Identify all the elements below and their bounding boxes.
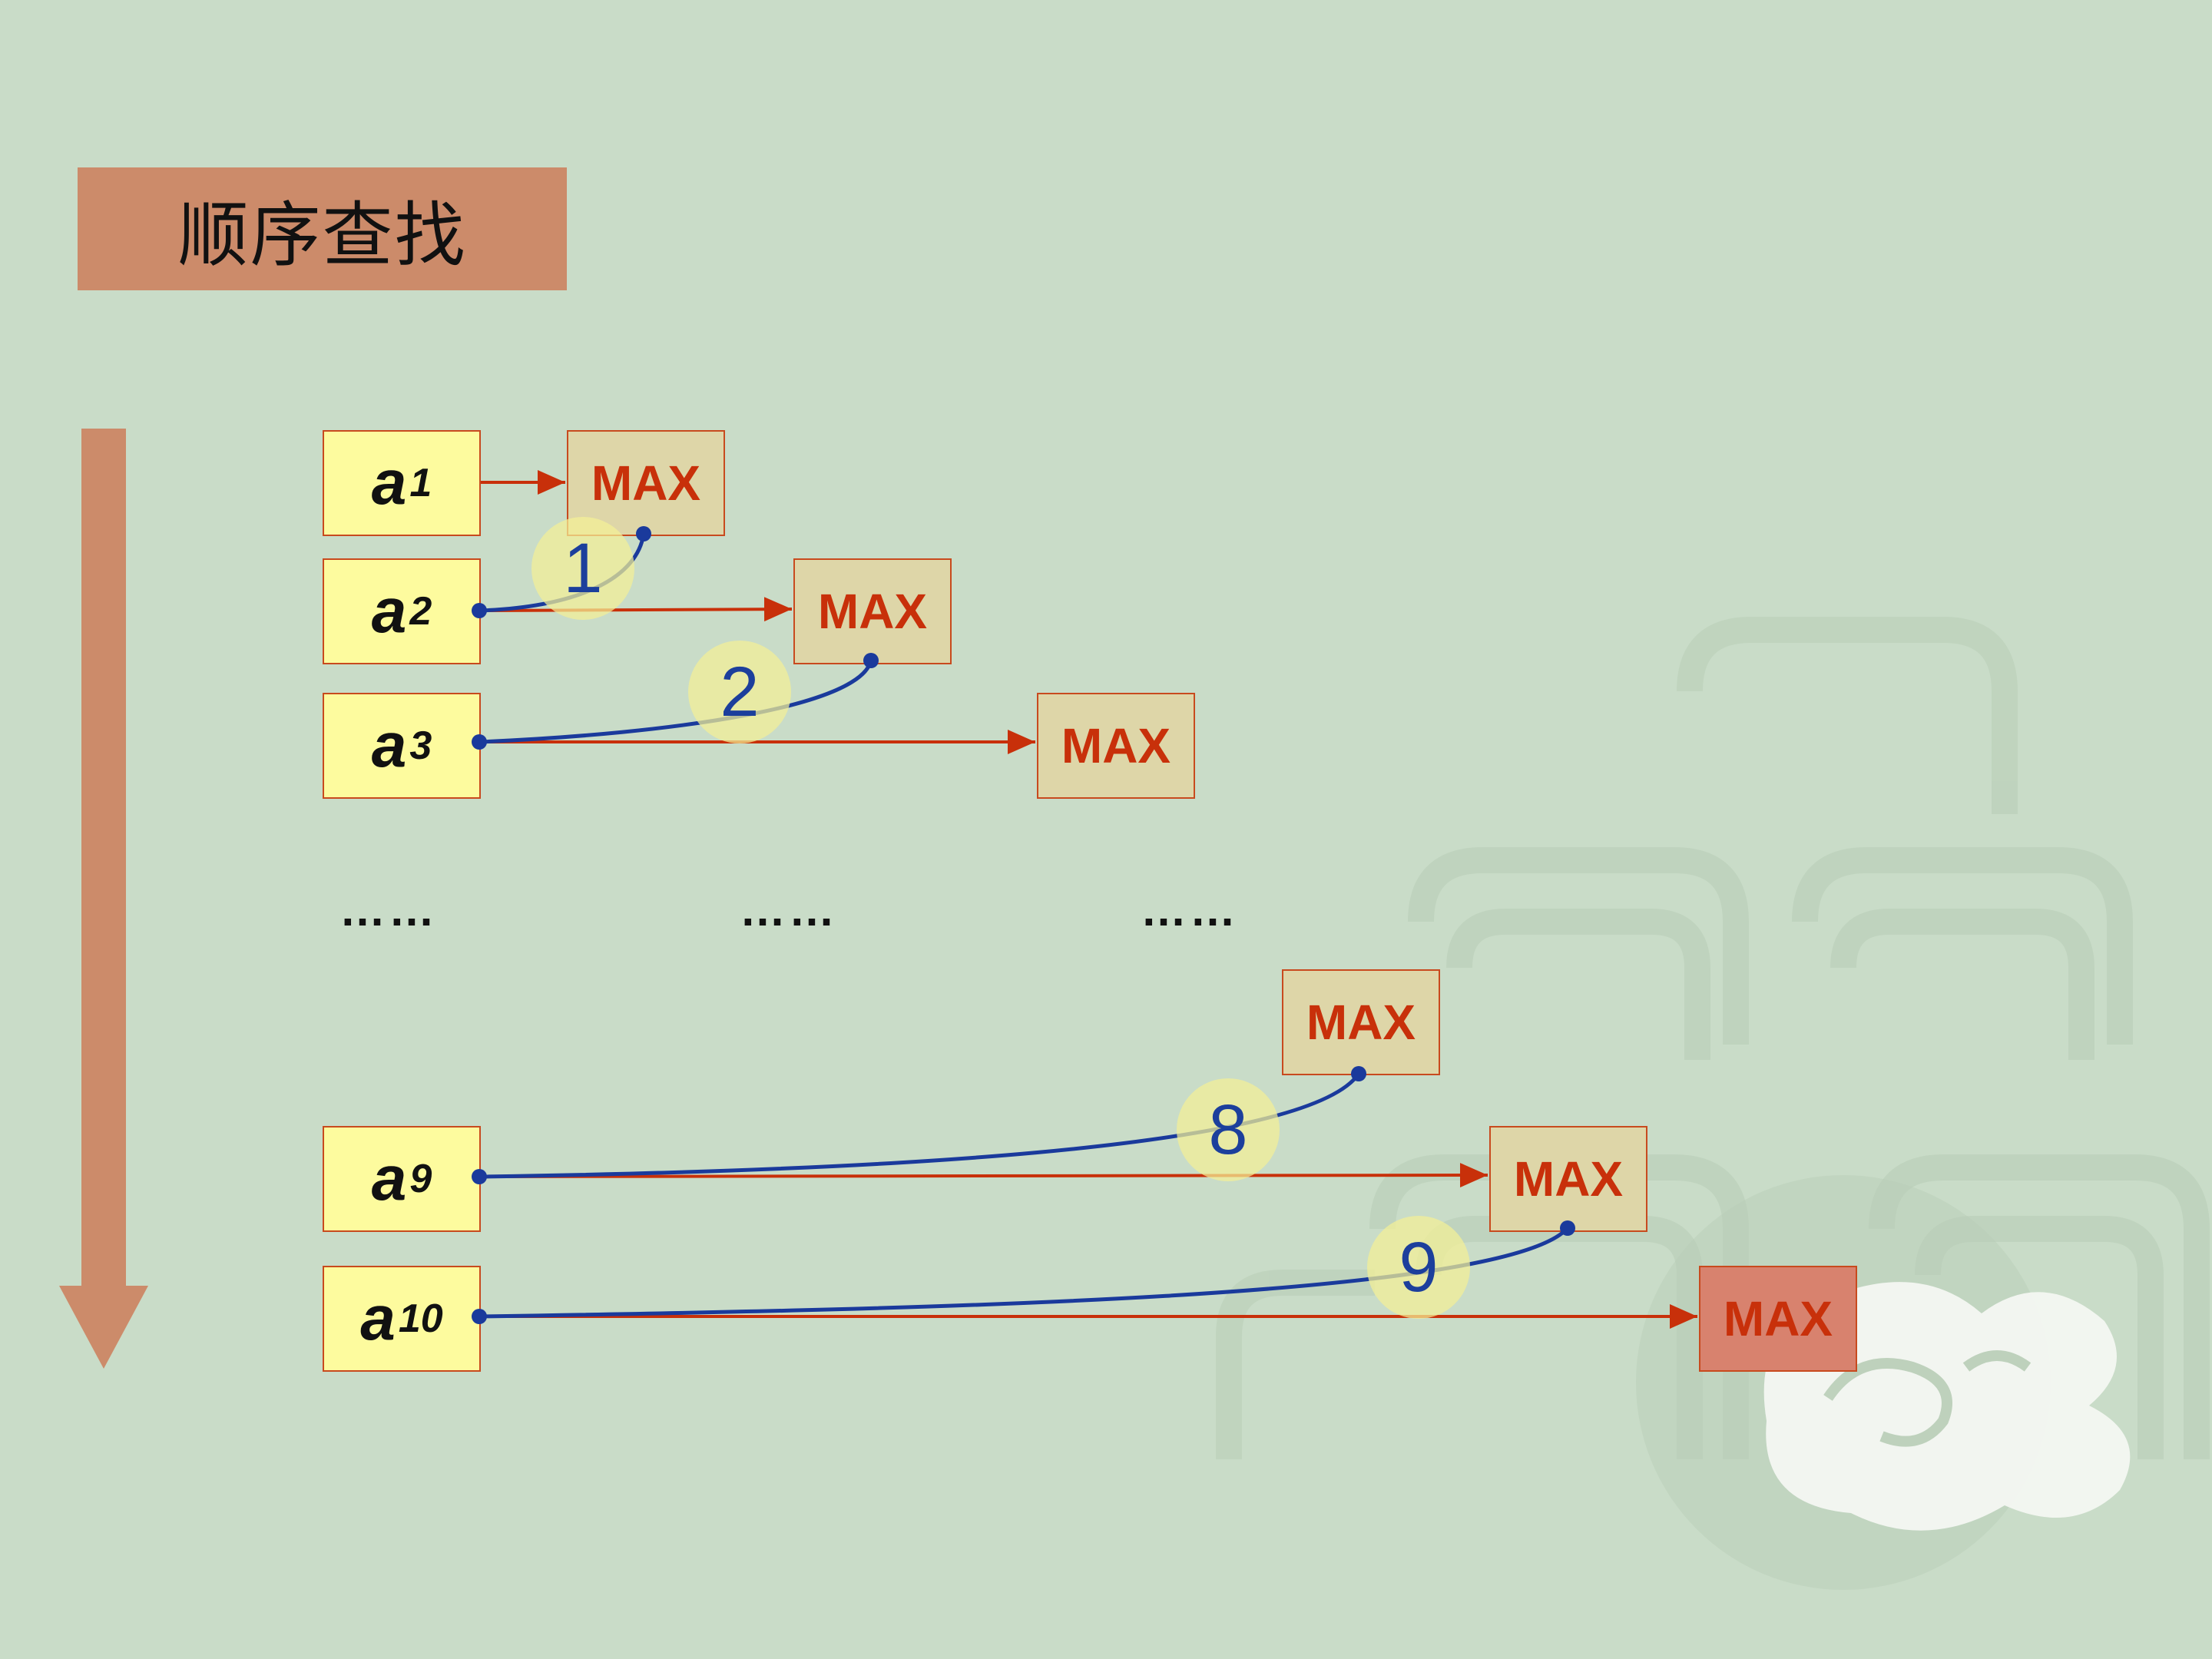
element-a9-base: a bbox=[371, 1144, 407, 1214]
ellipsis-elements: …… bbox=[339, 884, 438, 935]
down-arrow-icon bbox=[59, 1286, 148, 1369]
ellipsis-middle: …… bbox=[740, 884, 838, 935]
curve-endpoints bbox=[472, 526, 1575, 1324]
compare-curve-2 bbox=[478, 660, 873, 744]
element-a9-sub: 9 bbox=[409, 1157, 432, 1201]
compare-curve-8 bbox=[478, 1072, 1361, 1179]
element-a2-base: a bbox=[371, 576, 407, 646]
arrow-a9-max bbox=[478, 1163, 1488, 1188]
element-a3-sub: 3 bbox=[409, 724, 432, 768]
step-number-9: 9 bbox=[1367, 1216, 1470, 1319]
slide-title: 顺序查找 bbox=[78, 167, 567, 290]
max-box-10: MAX bbox=[1699, 1266, 1857, 1372]
max-box-8: MAX bbox=[1282, 969, 1440, 1075]
step-number-1: 1 bbox=[531, 517, 634, 620]
ellipsis-max: …… bbox=[1141, 884, 1239, 935]
arrow-a2-max bbox=[478, 597, 793, 622]
step-number-2: 2 bbox=[688, 641, 791, 743]
element-a10-base: a bbox=[360, 1283, 396, 1353]
step-number-8: 8 bbox=[1177, 1078, 1280, 1181]
element-a10-sub: 10 bbox=[398, 1296, 443, 1341]
element-a3-base: a bbox=[371, 710, 407, 780]
compare-curve-9 bbox=[478, 1227, 1569, 1319]
element-a2-sub: 2 bbox=[409, 589, 432, 634]
element-a1-base: a bbox=[371, 448, 407, 518]
max-box-2: MAX bbox=[793, 558, 952, 664]
max-box-3: MAX bbox=[1037, 693, 1195, 799]
element-a1-sub: 1 bbox=[409, 461, 432, 505]
down-arrow-shaft bbox=[81, 429, 126, 1287]
max-box-9: MAX bbox=[1489, 1126, 1647, 1232]
